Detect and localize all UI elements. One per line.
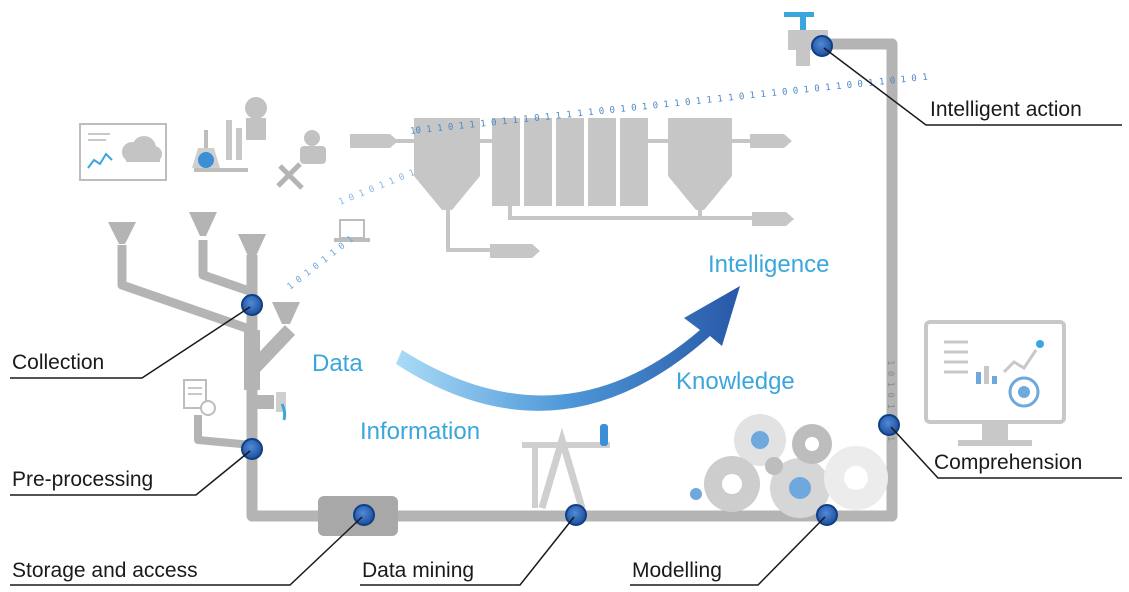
leader-storage xyxy=(10,516,363,586)
leader-modelling xyxy=(630,516,826,586)
filter-4 xyxy=(588,118,616,206)
funnel-3 xyxy=(238,234,266,256)
funnels xyxy=(108,212,300,324)
pipe-loop xyxy=(117,38,898,522)
filter-2 xyxy=(524,118,552,206)
filter-1 xyxy=(492,118,520,206)
laptop-icon xyxy=(334,219,370,242)
funnel-2 xyxy=(189,212,217,236)
pipe-feeder-1 xyxy=(117,245,254,335)
funnel-1 xyxy=(108,222,136,244)
flow-label-data: Data xyxy=(312,350,363,377)
flow-label-information: Information xyxy=(360,418,481,445)
document-clock-icon xyxy=(183,379,216,416)
binary-stream-diagonal-2: 1 0 1 0 1 1 0 1 xyxy=(337,168,416,208)
outlet-arrow-right xyxy=(752,212,794,226)
label-comprehension: Comprehension xyxy=(934,451,1083,474)
label-storage-and-access: Storage and access xyxy=(12,559,198,582)
valve-handle-icon xyxy=(280,403,287,421)
leader-intelligent-action xyxy=(823,47,1122,126)
leader-pre-processing xyxy=(10,450,251,496)
leader-data-mining xyxy=(360,516,575,586)
pipe-feeder-3 xyxy=(194,415,253,449)
robot-sensor-icon xyxy=(245,97,326,164)
flow-label-knowledge: Knowledge xyxy=(676,368,795,395)
satellite-dish-icon xyxy=(276,162,304,190)
weather-dashboard-icon xyxy=(79,123,167,181)
label-data-mining: Data mining xyxy=(362,559,475,582)
leader-comprehension xyxy=(890,426,1122,479)
gears-icon xyxy=(690,414,888,518)
label-modelling: Modelling xyxy=(632,559,722,582)
leader-collection xyxy=(10,306,251,379)
binary-stream-vertical: 1 0 1 0 1 1 0 1 xyxy=(885,360,895,441)
label-collection: Collection xyxy=(12,351,105,374)
label-pre-processing: Pre-processing xyxy=(12,468,154,491)
pipe-feeder-2 xyxy=(198,240,254,297)
node-data-mining xyxy=(565,504,587,526)
valve xyxy=(254,392,286,412)
funnel-4 xyxy=(272,302,300,324)
binary-stream-diagonal: 1 0 1 0 1 1 0 1 xyxy=(286,234,356,292)
leader-lines xyxy=(10,47,1122,586)
lab-flask-icon xyxy=(192,120,248,172)
inlet-arrow xyxy=(350,134,398,148)
collection-branch xyxy=(246,325,296,375)
tank-left xyxy=(414,118,480,210)
outlet-arrow-top xyxy=(750,134,792,148)
outlet-arrow-bottom xyxy=(490,244,540,258)
node-intelligent-action xyxy=(811,35,833,57)
label-intelligent-action: Intelligent action xyxy=(930,98,1082,121)
monitor-dashboard-icon xyxy=(924,320,1066,446)
treatment-plant xyxy=(350,118,794,258)
node-collection xyxy=(241,294,263,316)
tank-right xyxy=(668,118,732,210)
flow-label-intelligence: Intelligence xyxy=(708,251,830,278)
pipe-main xyxy=(246,38,898,522)
filter-3 xyxy=(556,118,584,206)
filter-5 xyxy=(620,118,648,206)
pump-jack-icon xyxy=(522,424,610,509)
